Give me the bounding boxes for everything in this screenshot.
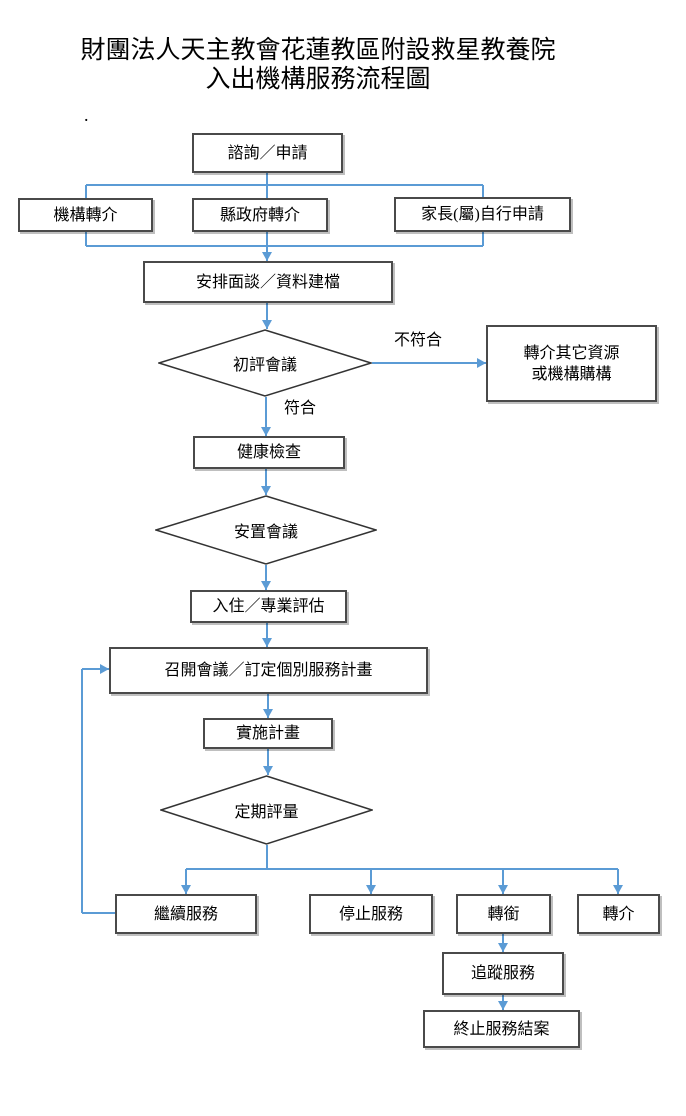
arrowhead-transition-to-track xyxy=(498,943,508,952)
title-line-2: 入出機構服務流程圖 xyxy=(205,66,431,93)
connector-implement-to-periodic xyxy=(267,749,269,775)
node-parent-apply: 家長(屬)自行申請 xyxy=(394,197,571,232)
arrowhead-hub-to-continue xyxy=(181,885,191,894)
node-placement: 安置會議 xyxy=(155,495,377,565)
node-label-continue: 繼續服務 xyxy=(153,905,218,923)
connector-first-eval-to-health xyxy=(265,397,267,436)
arrowhead-hub-to-stop xyxy=(366,885,376,894)
connector-hub-to-referral xyxy=(617,869,619,894)
arrowhead-meeting-to-implement xyxy=(263,709,273,718)
page-title: 財團法人天主教會花蓮教區附設救星教養院 入出機構服務流程圖 xyxy=(0,36,636,94)
title-line-1: 財團法人天主教會花蓮教區附設救星教養院 xyxy=(80,37,556,64)
connector-movein-to-meeting xyxy=(266,623,268,647)
arrowhead-feedback-to-meeting xyxy=(100,664,109,674)
connector-branch-top-bracket xyxy=(86,184,483,186)
node-periodic: 定期評量 xyxy=(160,775,373,845)
arrowhead-placement-to-movein xyxy=(261,581,271,590)
arrowhead-track-to-close xyxy=(498,1001,508,1010)
arrowhead-hub-to-transition xyxy=(498,885,508,894)
node-continue: 繼續服務 xyxy=(115,894,257,934)
node-consult: 諮詢／申請 xyxy=(192,133,343,173)
node-label-meeting: 召開會議／訂定個別服務計畫 xyxy=(164,662,373,679)
node-health: 健康檢查 xyxy=(193,436,345,469)
connector-continue-feedback-vertical xyxy=(81,669,83,913)
node-implement: 實施計畫 xyxy=(203,718,333,749)
connector-periodic-to-hub xyxy=(266,845,268,869)
node-label-stop: 停止服務 xyxy=(338,905,403,923)
node-label-gov-referral: 縣政府轉介 xyxy=(219,206,300,224)
arrowhead-interview-to-first-eval xyxy=(262,320,272,329)
node-close: 終止服務結案 xyxy=(423,1010,580,1048)
node-first-eval: 初評會議 xyxy=(158,329,372,397)
arrowhead-movein-to-meeting xyxy=(262,638,272,647)
connector-branch-bottom-bracket xyxy=(86,245,483,247)
connector-first-eval-to-refer-other xyxy=(372,362,486,364)
connector-placement-to-movein xyxy=(265,565,267,590)
node-label-track: 追蹤服務 xyxy=(470,965,535,982)
diamond-shape-periodic xyxy=(160,775,373,845)
arrowhead-first-eval-to-health xyxy=(261,427,271,436)
node-meeting: 召開會議／訂定個別服務計畫 xyxy=(109,647,428,694)
node-label-first-eval: 初評會議 xyxy=(232,357,297,374)
node-refer-other: 轉介其它資源或機構購構 xyxy=(486,325,657,402)
node-referral: 轉介 xyxy=(577,894,660,934)
node-label-transition: 轉銜 xyxy=(487,905,520,923)
diamond-shape-placement xyxy=(155,495,377,565)
connector-health-to-placement xyxy=(265,469,267,495)
connector-hub-to-stop xyxy=(370,869,372,894)
node-label-refer-other: 轉介其它資源或機構購構 xyxy=(523,344,620,383)
node-label-referral: 轉介 xyxy=(602,905,635,923)
edge-label-no-match: 不符合 xyxy=(394,332,443,349)
node-interview: 安排面談／資料建檔 xyxy=(143,261,393,303)
node-label-parent-apply: 家長(屬)自行申請 xyxy=(421,206,544,223)
arrowhead-health-to-placement xyxy=(261,486,271,495)
arrowhead-implement-to-periodic xyxy=(263,766,273,775)
node-org-referral: 機構轉介 xyxy=(18,198,153,232)
connector-hub-to-continue xyxy=(185,869,187,894)
diamond-shape-first-eval xyxy=(158,329,372,397)
connector-meeting-to-implement xyxy=(267,694,269,718)
stray-period: . xyxy=(84,105,89,125)
node-label-org-referral: 機構轉介 xyxy=(53,206,118,224)
node-label-movein: 入住／專業評估 xyxy=(212,598,325,615)
node-label-implement: 實施計畫 xyxy=(235,725,300,742)
node-label-interview: 安排面談／資料建檔 xyxy=(195,273,340,291)
node-movein: 入住／專業評估 xyxy=(190,590,347,623)
node-label-placement: 安置會議 xyxy=(233,524,298,541)
node-stop: 停止服務 xyxy=(309,894,433,934)
node-label-health: 健康檢查 xyxy=(236,444,301,461)
node-track: 追蹤服務 xyxy=(442,952,564,995)
node-label-consult: 諮詢／申請 xyxy=(227,144,308,162)
node-label-periodic: 定期評量 xyxy=(234,804,299,821)
edge-label-match: 符合 xyxy=(284,400,317,417)
node-label-close: 終止服務結案 xyxy=(453,1020,550,1038)
connector-hub-to-transition xyxy=(502,869,504,894)
node-transition: 轉銜 xyxy=(456,894,551,934)
arrowhead-hub-to-referral xyxy=(613,885,623,894)
arrowhead-first-eval-to-refer-other xyxy=(477,358,486,368)
connector-interview-to-first-eval xyxy=(266,303,268,329)
connector-continue-feedback-bottom xyxy=(82,912,115,914)
connector-distribution-line xyxy=(186,868,618,870)
connector-feedback-to-meeting xyxy=(82,668,109,670)
node-gov-referral: 縣政府轉介 xyxy=(192,198,328,232)
arrowhead-consult-to-interview xyxy=(262,252,272,261)
